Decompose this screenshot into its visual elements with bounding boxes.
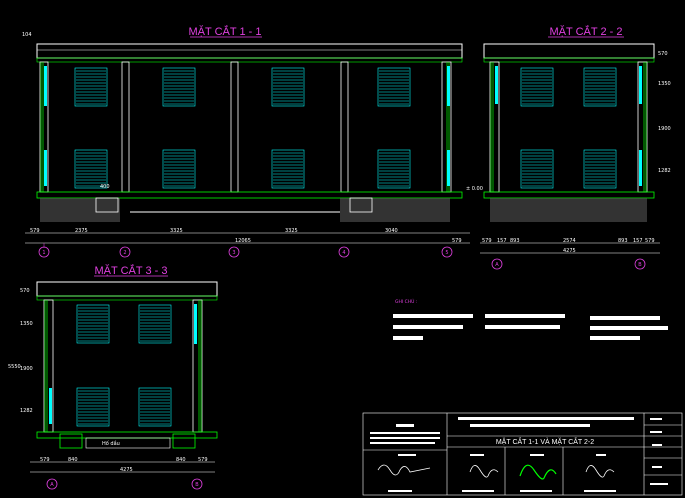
- dim-33-1282: 1282: [20, 408, 33, 414]
- axis-bubbles-1-1: 1 2 3 4 5: [38, 243, 453, 258]
- section-3-3-title: MẶT CẮT 3 - 3: [95, 264, 168, 277]
- dim-2375: 2375: [75, 228, 88, 234]
- louver-window-lower: [138, 387, 172, 427]
- dim-22-overall: 4275: [563, 248, 576, 254]
- louver-window-upper: [76, 304, 110, 344]
- dim-33-579-l: 579: [40, 457, 50, 463]
- dim-22-2574: 2574: [563, 238, 576, 244]
- dim-22-579-l: 579: [482, 238, 492, 244]
- louver-window-lower: [271, 149, 305, 189]
- dim-3325-b: 3325: [285, 228, 298, 234]
- notes-header: GHI CHÚ :: [395, 298, 417, 305]
- dim-33-570: 570: [20, 288, 30, 294]
- louver-window-lower: [162, 149, 196, 189]
- section-1-1: MẶT CẮT 1 - 1 104 400 ± 0.00: [22, 25, 483, 258]
- axis-33-b: B: [195, 482, 199, 488]
- dim-33-1350: 1350: [20, 321, 33, 327]
- dim-22-1900: 1900: [658, 126, 671, 132]
- notes-block: GHI CHÚ :: [393, 298, 668, 340]
- axis-1: 1: [42, 250, 45, 256]
- axis-22-b: B: [638, 262, 642, 268]
- louver-window-upper: [74, 67, 108, 107]
- louver-window-upper: [377, 67, 411, 107]
- louver-window-lower: [74, 149, 108, 189]
- louver-window-upper: [138, 304, 172, 344]
- drawing-title: MẶT CẮT 1-1 VÀ MẶT CẮT 2-2: [496, 437, 594, 446]
- dim-22-570: 570: [658, 51, 668, 57]
- dim-33-1900: 1900: [20, 366, 33, 372]
- dim-33-840-r: 840: [176, 457, 186, 463]
- title-block-text-bars: [370, 417, 668, 492]
- dim-3325-a: 3325: [170, 228, 183, 234]
- louver-window-upper: [583, 67, 617, 107]
- green-signature: [519, 464, 557, 480]
- dim-overall: 12065: [235, 238, 251, 244]
- axis-2: 2: [123, 250, 126, 256]
- louver-window-lower: [76, 387, 110, 427]
- section-1-1-title: MẶT CẮT 1 - 1: [189, 25, 262, 38]
- louver-window-lower: [520, 149, 554, 189]
- dim-22-157-l: 157: [497, 238, 507, 244]
- louver-window-lower: [583, 149, 617, 189]
- dim-22-893-l: 893: [510, 238, 520, 244]
- dim-22-579-r: 579: [645, 238, 655, 244]
- top-left-dimension: 104: [22, 32, 32, 38]
- level-label: ± 0.00: [466, 186, 483, 192]
- signatures: [377, 464, 615, 478]
- axis-4: 4: [342, 250, 345, 256]
- dim-22-1350: 1350: [658, 81, 671, 87]
- dim-400: 400: [100, 184, 110, 190]
- section-2-2: MẶT CẮT 2 - 2 570 1350 1900 1282 579 157…: [480, 25, 671, 270]
- section-3-3: MẶT CẮT 3 - 3 Hố dầu 570 1350 1900 1282 …: [8, 264, 218, 490]
- louver-window-upper: [271, 67, 305, 107]
- dim-3040: 3040: [385, 228, 398, 234]
- louver-window-lower: [377, 149, 411, 189]
- dim-22-1282: 1282: [658, 168, 671, 174]
- axis-5: 5: [445, 250, 448, 256]
- dim-579-r: 579: [452, 238, 462, 244]
- dim-33-840-l: 840: [68, 457, 78, 463]
- dim-579-l: 579: [30, 228, 40, 234]
- axis-33-a: A: [50, 482, 54, 488]
- title-block: [362, 412, 683, 496]
- oil-pit-label: Hố dầu: [102, 439, 120, 447]
- axis-3: 3: [232, 250, 235, 256]
- dim-22-893-r: 893: [618, 238, 628, 244]
- section-2-2-title: MẶT CẮT 2 - 2: [550, 25, 623, 38]
- dim-33-579-r: 579: [198, 457, 208, 463]
- dim-22-157-r: 157: [633, 238, 643, 244]
- dim-33-5550: 5550: [8, 364, 21, 370]
- axis-22-a: A: [495, 262, 499, 268]
- dim-33-4275: 4275: [120, 467, 133, 473]
- louver-window-upper: [520, 67, 554, 107]
- louver-window-upper: [162, 67, 196, 107]
